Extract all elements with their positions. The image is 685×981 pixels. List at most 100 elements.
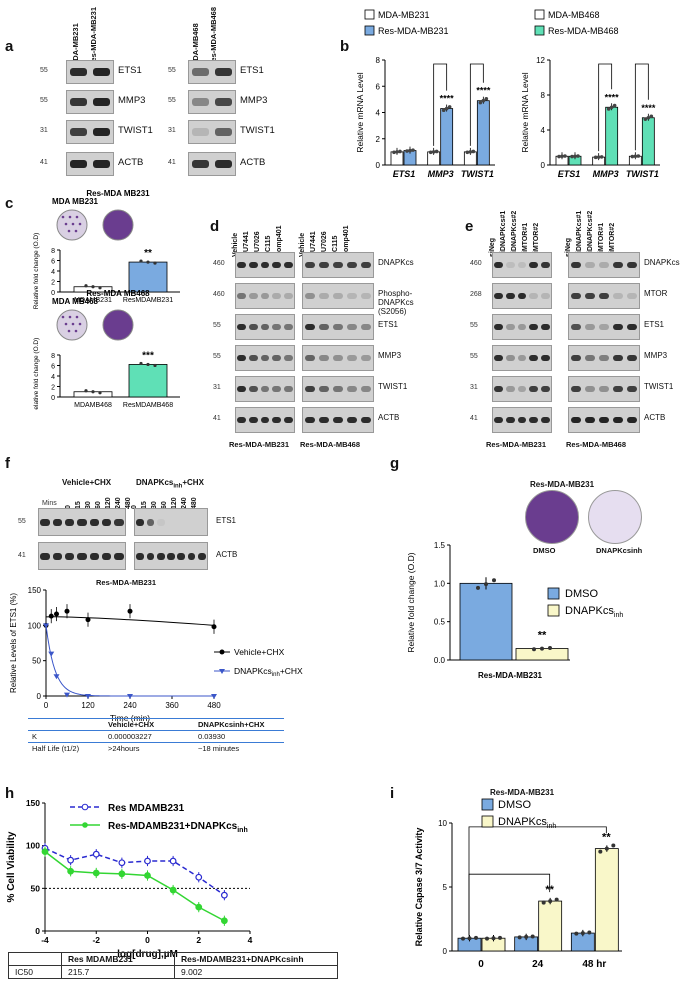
c-bottom-plate1-colony (68, 315, 72, 319)
blot-a-right-header: Res-MDA-MB468 (209, 6, 218, 67)
i-xtick: 24 (532, 959, 544, 970)
d-blot-left (235, 345, 295, 371)
f-blot-dnapk-band (146, 552, 155, 560)
e-blot-right-band (570, 355, 582, 361)
blot-a-left-mmp3-band (69, 98, 88, 106)
half-life-row-cell: Half Life (t1/2) (28, 742, 104, 754)
h-point (67, 867, 75, 875)
d-blot-right-band (332, 324, 344, 330)
d-blot-left (235, 283, 295, 309)
h-point (41, 848, 49, 856)
i-dot (604, 846, 609, 851)
blot-a-right-actb-band (214, 160, 233, 168)
d-blot-right-band (360, 355, 372, 361)
e-blot-left-band (540, 386, 550, 392)
blot-a-left-actb (66, 152, 114, 176)
f-dnapk-point (43, 623, 49, 629)
e-blot-right (568, 314, 640, 340)
e-blot-left-band (517, 386, 527, 392)
b-right-dot (606, 107, 611, 111)
i-sig: ** (602, 832, 611, 844)
e-blot-left-band (494, 262, 504, 268)
d-blot-right (302, 407, 374, 433)
b-left-ytick-label: 2 (376, 135, 381, 144)
d-blot-left-band (260, 293, 270, 299)
e-blot-left (492, 345, 552, 371)
e-blot-left-band (529, 417, 538, 423)
mw-marker: 268 (470, 291, 482, 298)
protein-label: ACTB (216, 550, 238, 559)
e-blot-right-band (584, 324, 596, 330)
blot-a-left-ets1 (66, 60, 114, 84)
g-legend-swatch (547, 587, 560, 600)
e-blot-left-band (529, 324, 538, 330)
d-blot-left-band (248, 417, 258, 423)
d-blot-right-band (318, 417, 330, 423)
c-top-dot (84, 284, 88, 288)
d-blot-left-band (283, 324, 293, 330)
d-blot-right-band (332, 293, 344, 299)
c-top-plate1-colony (67, 229, 71, 233)
i-bracket-24 (468, 873, 551, 936)
d-blot-left-band (283, 262, 293, 268)
panel-i-title: Res-MDA-MB231 (490, 788, 555, 797)
c-bottom-sig: *** (142, 350, 154, 361)
half-life-row: Half Life (t1/2)>24hours~18 minutes (28, 742, 284, 754)
f-vehicle-point (64, 608, 70, 614)
c-top-xtick: MDAMB231 (74, 297, 112, 304)
protein-label: Phospho-DNAPKcs (S2056) (378, 289, 414, 316)
i-dot (461, 936, 465, 941)
f-blot-vehicle (38, 508, 126, 536)
d-blot-right-band (318, 262, 330, 268)
b-right-dot (609, 105, 614, 110)
f-group-sub: inh (173, 483, 183, 490)
h-legend-s2-label: Res-MDAMB231+DNAPKcsinh (108, 821, 248, 834)
e-blot-right-band (612, 324, 624, 330)
blot-a-right-mmp3-band (191, 98, 210, 106)
h-xtick-label: 0 (145, 935, 150, 945)
h-series-line (44, 851, 225, 922)
b-right-ytick-label: 0 (541, 161, 546, 170)
c-bottom-plate1-colony (64, 322, 68, 326)
b-right-dot (633, 154, 638, 159)
b-left-bracket (433, 63, 448, 146)
c-bottom-plate1-colony (78, 322, 82, 326)
protein-label: MMP3 (240, 95, 268, 106)
c-top-bar (128, 261, 168, 293)
b-right-dot (557, 154, 561, 159)
f-blot-dnapk (134, 542, 208, 570)
c-bottom-dot (84, 389, 88, 393)
b-left-dot (471, 149, 476, 154)
h-legend-s1-marker (81, 803, 89, 811)
mw-marker: 55 (168, 67, 176, 74)
g-xlabel: Res-MDA-MB231 (478, 671, 543, 680)
d-blot-left-band (272, 386, 281, 392)
g-ytick-label: 0.5 (434, 618, 446, 627)
f-dnapk-fit (45, 625, 214, 697)
d-blot-left (235, 314, 295, 340)
c-top-ytick-label: 6 (51, 259, 55, 266)
mw-marker: 41 (213, 415, 221, 422)
blot-a-left-mmp3-band (92, 98, 111, 106)
h-point (195, 873, 203, 881)
d-blot-right-band (346, 355, 358, 361)
b-right-xtick: ETS1 (558, 169, 581, 179)
b-right-dot (646, 115, 651, 120)
blot-a-left-twist1-band (92, 128, 111, 136)
mw-marker: 31 (168, 127, 176, 134)
mw-marker: 55 (18, 518, 26, 525)
d-blot-right-band (346, 262, 358, 268)
d-blot-left-band (272, 417, 281, 423)
i-legend-swatch (481, 798, 494, 811)
i-dot (491, 936, 496, 941)
d-blot-left-band (272, 355, 281, 361)
f-dnapk-point (211, 694, 217, 699)
half-life-row-cell: K (28, 730, 104, 743)
h-ylabel: % Cell Viability (6, 831, 17, 902)
half-life-header-cell (28, 718, 104, 731)
b-right-dot (612, 103, 617, 108)
f-blot-dnapk-band (136, 552, 145, 560)
e-blot-left (492, 314, 552, 340)
